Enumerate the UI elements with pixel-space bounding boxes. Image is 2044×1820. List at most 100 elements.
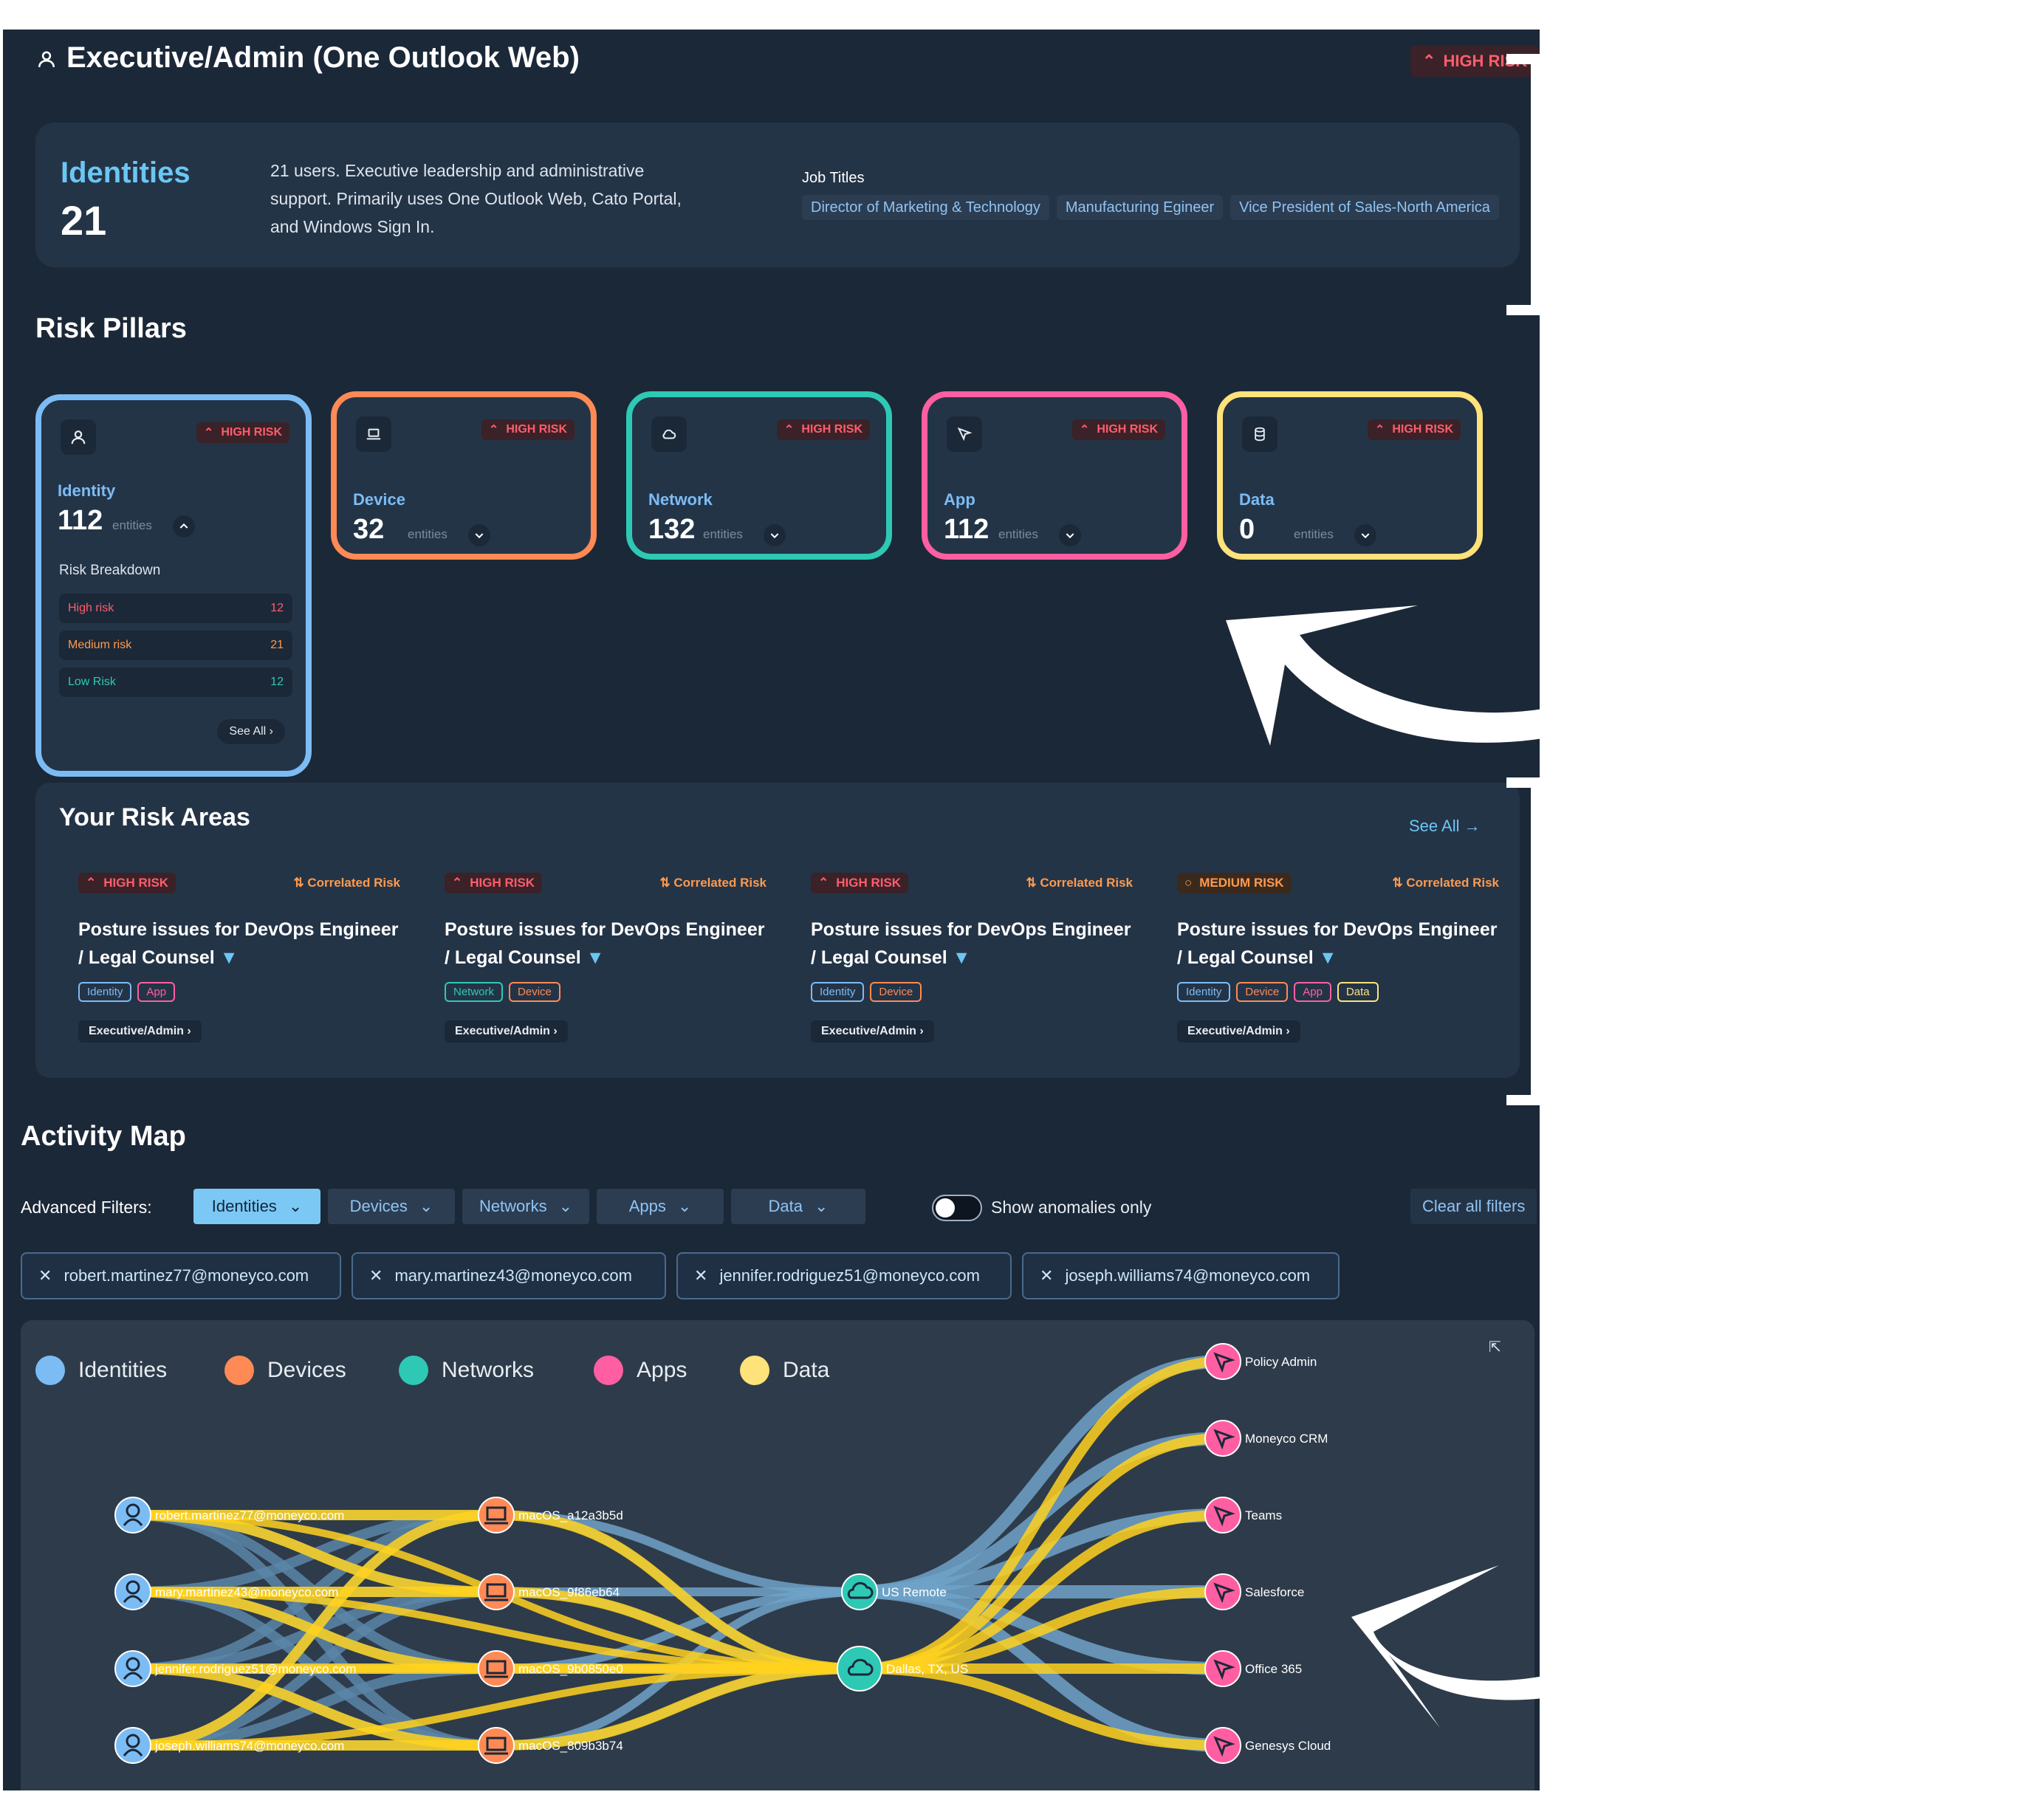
app-label: Office 365: [1245, 1662, 1302, 1676]
active-filter-pill[interactable]: ✕joseph.williams74@moneyco.com: [1022, 1252, 1340, 1299]
close-icon[interactable]: ✕: [694, 1266, 708, 1285]
pillar-tags: Identity Device App Data: [1177, 982, 1379, 1002]
chevron-up-icon: ⌃: [488, 424, 499, 436]
anomalies-toggle[interactable]: [932, 1195, 982, 1221]
legend-dot: [594, 1356, 623, 1385]
entities-label: entities: [112, 518, 152, 532]
correlation-icon: ⇅: [659, 876, 671, 890]
risk-area-text: Posture issues for DevOps Engineer / Leg…: [811, 919, 1131, 968]
close-icon[interactable]: ✕: [1040, 1266, 1054, 1285]
pillar-app[interactable]: ⌃HIGH RISK App 112 entities: [922, 391, 1187, 560]
chevron-up-icon[interactable]: [173, 515, 195, 538]
pillar-name: Data: [1239, 490, 1275, 509]
risk-pillars-title: Risk Pillars: [35, 313, 187, 344]
close-icon[interactable]: ✕: [38, 1266, 52, 1285]
tag-identity: Identity: [78, 982, 132, 1002]
group-link[interactable]: Executive/Admin ›: [811, 1020, 934, 1043]
risk-areas-title: Your Risk Areas: [59, 803, 250, 831]
risk-area-card[interactable]: ⌃HIGH RISK ⇅ Correlated Risk Posture iss…: [792, 854, 1152, 1062]
app-node: [1204, 1420, 1241, 1457]
entities-label: entities: [408, 527, 447, 541]
cursor-icon: [1213, 1582, 1235, 1604]
group-link[interactable]: Executive/Admin ›: [445, 1020, 568, 1043]
chevron-right-icon: ›: [269, 725, 273, 738]
caret-down-icon[interactable]: ▼: [586, 947, 605, 968]
legend-dot: [35, 1356, 65, 1385]
filter-data[interactable]: Data⌄: [731, 1189, 865, 1224]
caret-down-icon[interactable]: ▼: [1318, 947, 1337, 968]
app-label: Policy Admin: [1245, 1355, 1317, 1369]
tag-identity: Identity: [811, 982, 865, 1002]
pillar-tags: Identity App: [78, 982, 176, 1002]
filter-devices[interactable]: Devices⌄: [328, 1189, 455, 1224]
legend-networks[interactable]: Networks: [399, 1356, 534, 1385]
chevron-down-icon[interactable]: [764, 524, 786, 546]
risk-area-card[interactable]: ⌃HIGH RISK ⇅ Correlated Risk Posture iss…: [59, 854, 419, 1062]
entities-label: entities: [998, 527, 1038, 541]
active-filter-pill[interactable]: ✕jennifer.rodriguez51@moneyco.com: [676, 1252, 1012, 1299]
user-icon: [126, 1503, 140, 1518]
expand-icon[interactable]: ⇱: [1489, 1339, 1501, 1356]
chevron-down-icon[interactable]: [468, 524, 490, 546]
close-icon[interactable]: ✕: [369, 1266, 383, 1285]
risk-badge: ○MEDIUM RISK: [1177, 873, 1292, 893]
group-link[interactable]: Executive/Admin ›: [1177, 1020, 1300, 1043]
group-link[interactable]: Executive/Admin ›: [78, 1020, 202, 1043]
user-icon: [61, 419, 96, 455]
pillar-count: 32: [353, 514, 385, 545]
legend-data[interactable]: Data: [740, 1356, 829, 1385]
job-title-chip[interactable]: Manufacturing Egineer: [1056, 195, 1224, 220]
risk-badge: ⌃HIGH RISK: [78, 873, 176, 893]
app-node: [1204, 1497, 1241, 1534]
filter-identities[interactable]: Identities⌄: [193, 1189, 320, 1224]
chevron-up-icon: ⌃: [86, 876, 97, 890]
pillar-name: Network: [648, 490, 713, 509]
correlation-icon: ⇅: [1026, 876, 1037, 890]
risk-area-card[interactable]: ⌃HIGH RISK ⇅ Correlated Risk Posture iss…: [425, 854, 786, 1062]
identity-label: joseph.williams74@moneyco.com: [154, 1739, 344, 1753]
job-title-chip[interactable]: Director of Marketing & Technology: [802, 195, 1049, 220]
app-label: Genesys Cloud: [1245, 1739, 1331, 1753]
caret-down-icon[interactable]: ▼: [952, 947, 971, 968]
filter-apps[interactable]: Apps⌄: [597, 1189, 724, 1224]
active-filter-pill[interactable]: ✕mary.martinez43@moneyco.com: [351, 1252, 666, 1299]
caret-down-icon[interactable]: ▼: [219, 947, 239, 968]
risk-area-card[interactable]: ○MEDIUM RISK ⇅ Correlated Risk Posture i…: [1158, 854, 1518, 1062]
network-label: Dallas, TX, US: [886, 1662, 968, 1676]
link-highlight: [128, 1510, 501, 1751]
clear-all-filters-button[interactable]: Clear all filters: [1410, 1189, 1537, 1224]
job-title-chip[interactable]: Vice President of Sales-North America: [1230, 195, 1499, 220]
user-icon: [123, 1672, 143, 1680]
tag-device: Device: [1236, 982, 1289, 1002]
app-node: [1204, 1573, 1241, 1610]
filter-networks[interactable]: Networks⌄: [462, 1189, 589, 1224]
identity-label: robert.martinez77@moneyco.com: [155, 1508, 344, 1522]
cursor-icon: [1213, 1429, 1235, 1450]
tag-app: App: [137, 982, 176, 1002]
active-filter-pill[interactable]: ✕robert.martinez77@moneyco.com: [21, 1252, 341, 1299]
chevron-down-icon: ⌄: [288, 1197, 303, 1215]
chevron-down-icon[interactable]: [1354, 524, 1376, 546]
device-label: macOS_a12a3b5d: [518, 1508, 623, 1522]
legend-devices[interactable]: Devices: [224, 1356, 346, 1385]
legend-identities[interactable]: Identities: [35, 1356, 167, 1385]
network-label: US Remote: [882, 1585, 947, 1599]
see-all-button[interactable]: See All ›: [217, 719, 285, 744]
pillar-network[interactable]: ⌃HIGH RISK Network 132 entities: [626, 391, 892, 560]
cursor-icon: [947, 416, 982, 452]
risk-areas-see-all[interactable]: See All →: [1409, 817, 1481, 835]
chevron-down-icon: ⌄: [558, 1197, 573, 1215]
pillar-device[interactable]: ⌃HIGH RISK Device 32 entities: [331, 391, 597, 560]
legend-apps[interactable]: Apps: [594, 1356, 687, 1385]
pillar-data[interactable]: ⌃HIGH RISK Data 0 entities: [1217, 391, 1483, 560]
pillar-identity[interactable]: ⌃HIGH RISK Identity 112 entities Risk Br…: [35, 394, 312, 777]
link-highlight: [854, 1663, 1228, 1751]
identity-node: [114, 1650, 151, 1687]
risk-breakdown-title: Risk Breakdown: [59, 563, 161, 578]
link-device-network: [492, 1511, 864, 1596]
chevron-up-icon: ⌃: [1374, 424, 1385, 436]
chevron-down-icon[interactable]: [1059, 524, 1081, 546]
